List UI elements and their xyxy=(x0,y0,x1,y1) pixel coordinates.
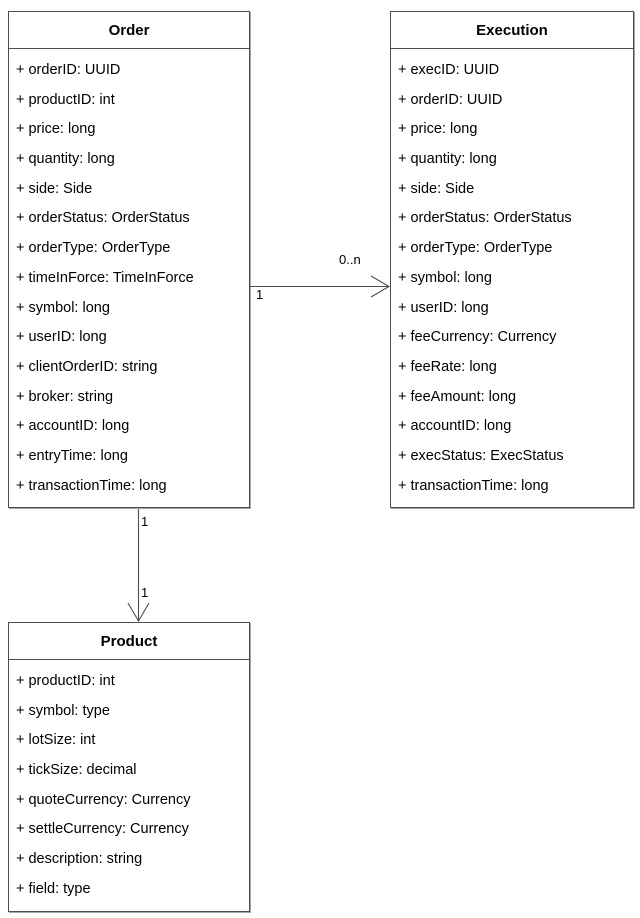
multiplicity-label-execution-target: 0..n xyxy=(339,252,361,267)
class-attribute: + userID: long xyxy=(398,299,489,316)
class-attribute: + orderType: OrderType xyxy=(16,240,171,257)
multiplicity-label-product-source: 1 xyxy=(141,514,149,529)
class-attribute: + productID: int xyxy=(16,673,115,689)
class-attribute: + entryTime: long xyxy=(16,447,128,464)
class-attribute: + transactionTime: long xyxy=(16,477,167,494)
class-attribute: + execStatus: ExecStatus xyxy=(398,447,564,464)
class-attribute: + execID: UUID xyxy=(398,62,500,78)
class-attributes-product: + productID: int + symbol: type + lotSiz… xyxy=(9,660,249,905)
class-attribute: + field: type xyxy=(16,880,91,897)
class-attribute: + orderID: UUID xyxy=(16,62,121,78)
class-attribute: + side: Side xyxy=(398,180,475,197)
class-attribute: + price: long xyxy=(398,121,478,138)
class-attribute: + symbol: long xyxy=(398,269,492,286)
class-attribute: + side: Side xyxy=(16,180,93,197)
class-attribute: + broker: string xyxy=(16,388,114,405)
class-title-execution: Execution xyxy=(391,12,633,49)
class-attribute: + feeRate: long xyxy=(398,358,497,375)
class-attribute: + settleCurrency: Currency xyxy=(16,821,189,838)
class-attribute: + quoteCurrency: Currency xyxy=(16,791,191,808)
class-attribute: + lotSize: int xyxy=(16,732,96,749)
class-attribute: + orderID: UUID xyxy=(398,91,503,108)
class-attribute: + feeCurrency: Currency xyxy=(398,329,557,346)
class-attribute: + symbol: type xyxy=(16,702,110,719)
arrowhead-order-product xyxy=(127,602,150,623)
class-attribute: + quantity: long xyxy=(16,151,115,168)
class-attribute: + timeInForce: TimeInForce xyxy=(16,269,194,286)
class-attribute: + orderType: OrderType xyxy=(398,240,553,257)
class-title-order: Order xyxy=(9,12,249,49)
class-attribute: + tickSize: decimal xyxy=(16,762,137,779)
class-attribute: + productID: int xyxy=(16,91,115,108)
uml-class-product[interactable]: Product + productID: int + symbol: type … xyxy=(8,622,250,912)
class-attribute: + orderStatus: OrderStatus xyxy=(16,210,190,227)
multiplicity-label-order-source: 1 xyxy=(256,287,264,302)
uml-class-execution[interactable]: Execution + execID: UUID + orderID: UUID… xyxy=(390,11,634,508)
class-attribute: + quantity: long xyxy=(398,151,497,168)
class-attributes-order: + orderID: UUID + productID: int + price… xyxy=(9,49,249,501)
class-attribute: + accountID: long xyxy=(398,418,512,435)
class-attribute: + price: long xyxy=(16,121,96,138)
arrowhead-order-execution xyxy=(370,275,391,298)
class-attribute: + description: string xyxy=(16,851,143,868)
class-attribute: + clientOrderID: string xyxy=(16,358,158,375)
class-attribute: + feeAmount: long xyxy=(398,388,517,405)
class-attribute: + transactionTime: long xyxy=(398,477,549,494)
class-attribute: + orderStatus: OrderStatus xyxy=(398,210,572,227)
class-attribute: + userID: long xyxy=(16,329,107,346)
class-attribute: + accountID: long xyxy=(16,418,130,435)
class-attribute: + symbol: long xyxy=(16,299,110,316)
multiplicity-label-product-target: 1 xyxy=(141,585,149,600)
class-title-product: Product xyxy=(9,623,249,660)
class-attributes-execution: + execID: UUID + orderID: UUID + price: … xyxy=(391,49,633,501)
uml-class-order[interactable]: Order + orderID: UUID + productID: int +… xyxy=(8,11,250,508)
